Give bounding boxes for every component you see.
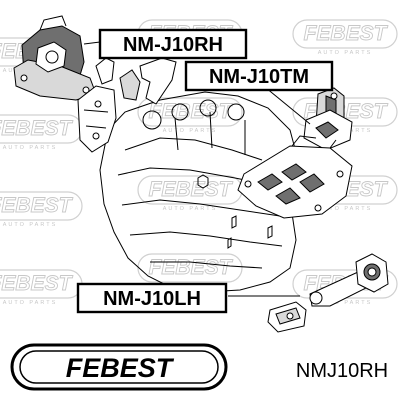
watermark-text: FEBEST [149, 178, 234, 201]
watermark-subtext: AUTO PARTS [3, 300, 58, 306]
watermark: FEBEST AUTO PARTS [292, 19, 398, 56]
right-mount-part [13, 15, 97, 101]
watermark: FEBEST AUTO PARTS [0, 269, 83, 306]
watermark-frame [137, 97, 243, 127]
watermark: FEBEST AUTO PARTS [0, 114, 83, 151]
label-right-mount: NM-J10RH [98, 28, 248, 60]
watermark: FEBEST AUTO PARTS [137, 97, 243, 134]
watermark-text: FEBEST [304, 22, 389, 45]
watermark-frame [137, 253, 243, 283]
watermark-text: FEBEST [0, 194, 74, 217]
part-number: NMJ10RH [296, 360, 388, 382]
watermark-frame [0, 191, 83, 221]
label-top-mount-text: NM-J10TM [209, 66, 309, 88]
watermark-text: FEBEST [149, 256, 234, 279]
label-left-mount-text: NM-J10LH [103, 288, 201, 310]
label-top-mount: NM-J10TM [184, 60, 334, 92]
engine-block [99, 91, 299, 293]
left-mount-part [267, 253, 389, 333]
watermark-text: FEBEST [0, 272, 74, 295]
watermark-subtext: AUTO PARTS [318, 300, 373, 306]
watermark-text: FEBEST [0, 117, 74, 140]
transmission-bracket [237, 135, 353, 219]
watermark-text: FEBEST [149, 100, 234, 123]
label-left-mount: NM-J10LH [76, 282, 228, 314]
watermark: FEBEST AUTO PARTS [0, 191, 83, 228]
watermark-subtext: AUTO PARTS [318, 50, 373, 56]
watermark-subtext: AUTO PARTS [3, 222, 58, 228]
watermark: FEBEST AUTO PARTS [137, 175, 243, 212]
watermark-frame [292, 19, 398, 49]
right-mount-bracket [77, 57, 177, 153]
label-right-mount-text: NM-J10RH [123, 34, 223, 56]
watermark-subtext: AUTO PARTS [163, 128, 218, 134]
watermark-subtext: AUTO PARTS [3, 145, 58, 151]
watermark-subtext: AUTO PARTS [318, 206, 373, 212]
top-mount-part [303, 87, 353, 151]
logo-text: FEBEST [66, 353, 175, 383]
watermark-subtext: AUTO PARTS [163, 206, 218, 212]
febest-logo: FEBEST [10, 343, 228, 391]
